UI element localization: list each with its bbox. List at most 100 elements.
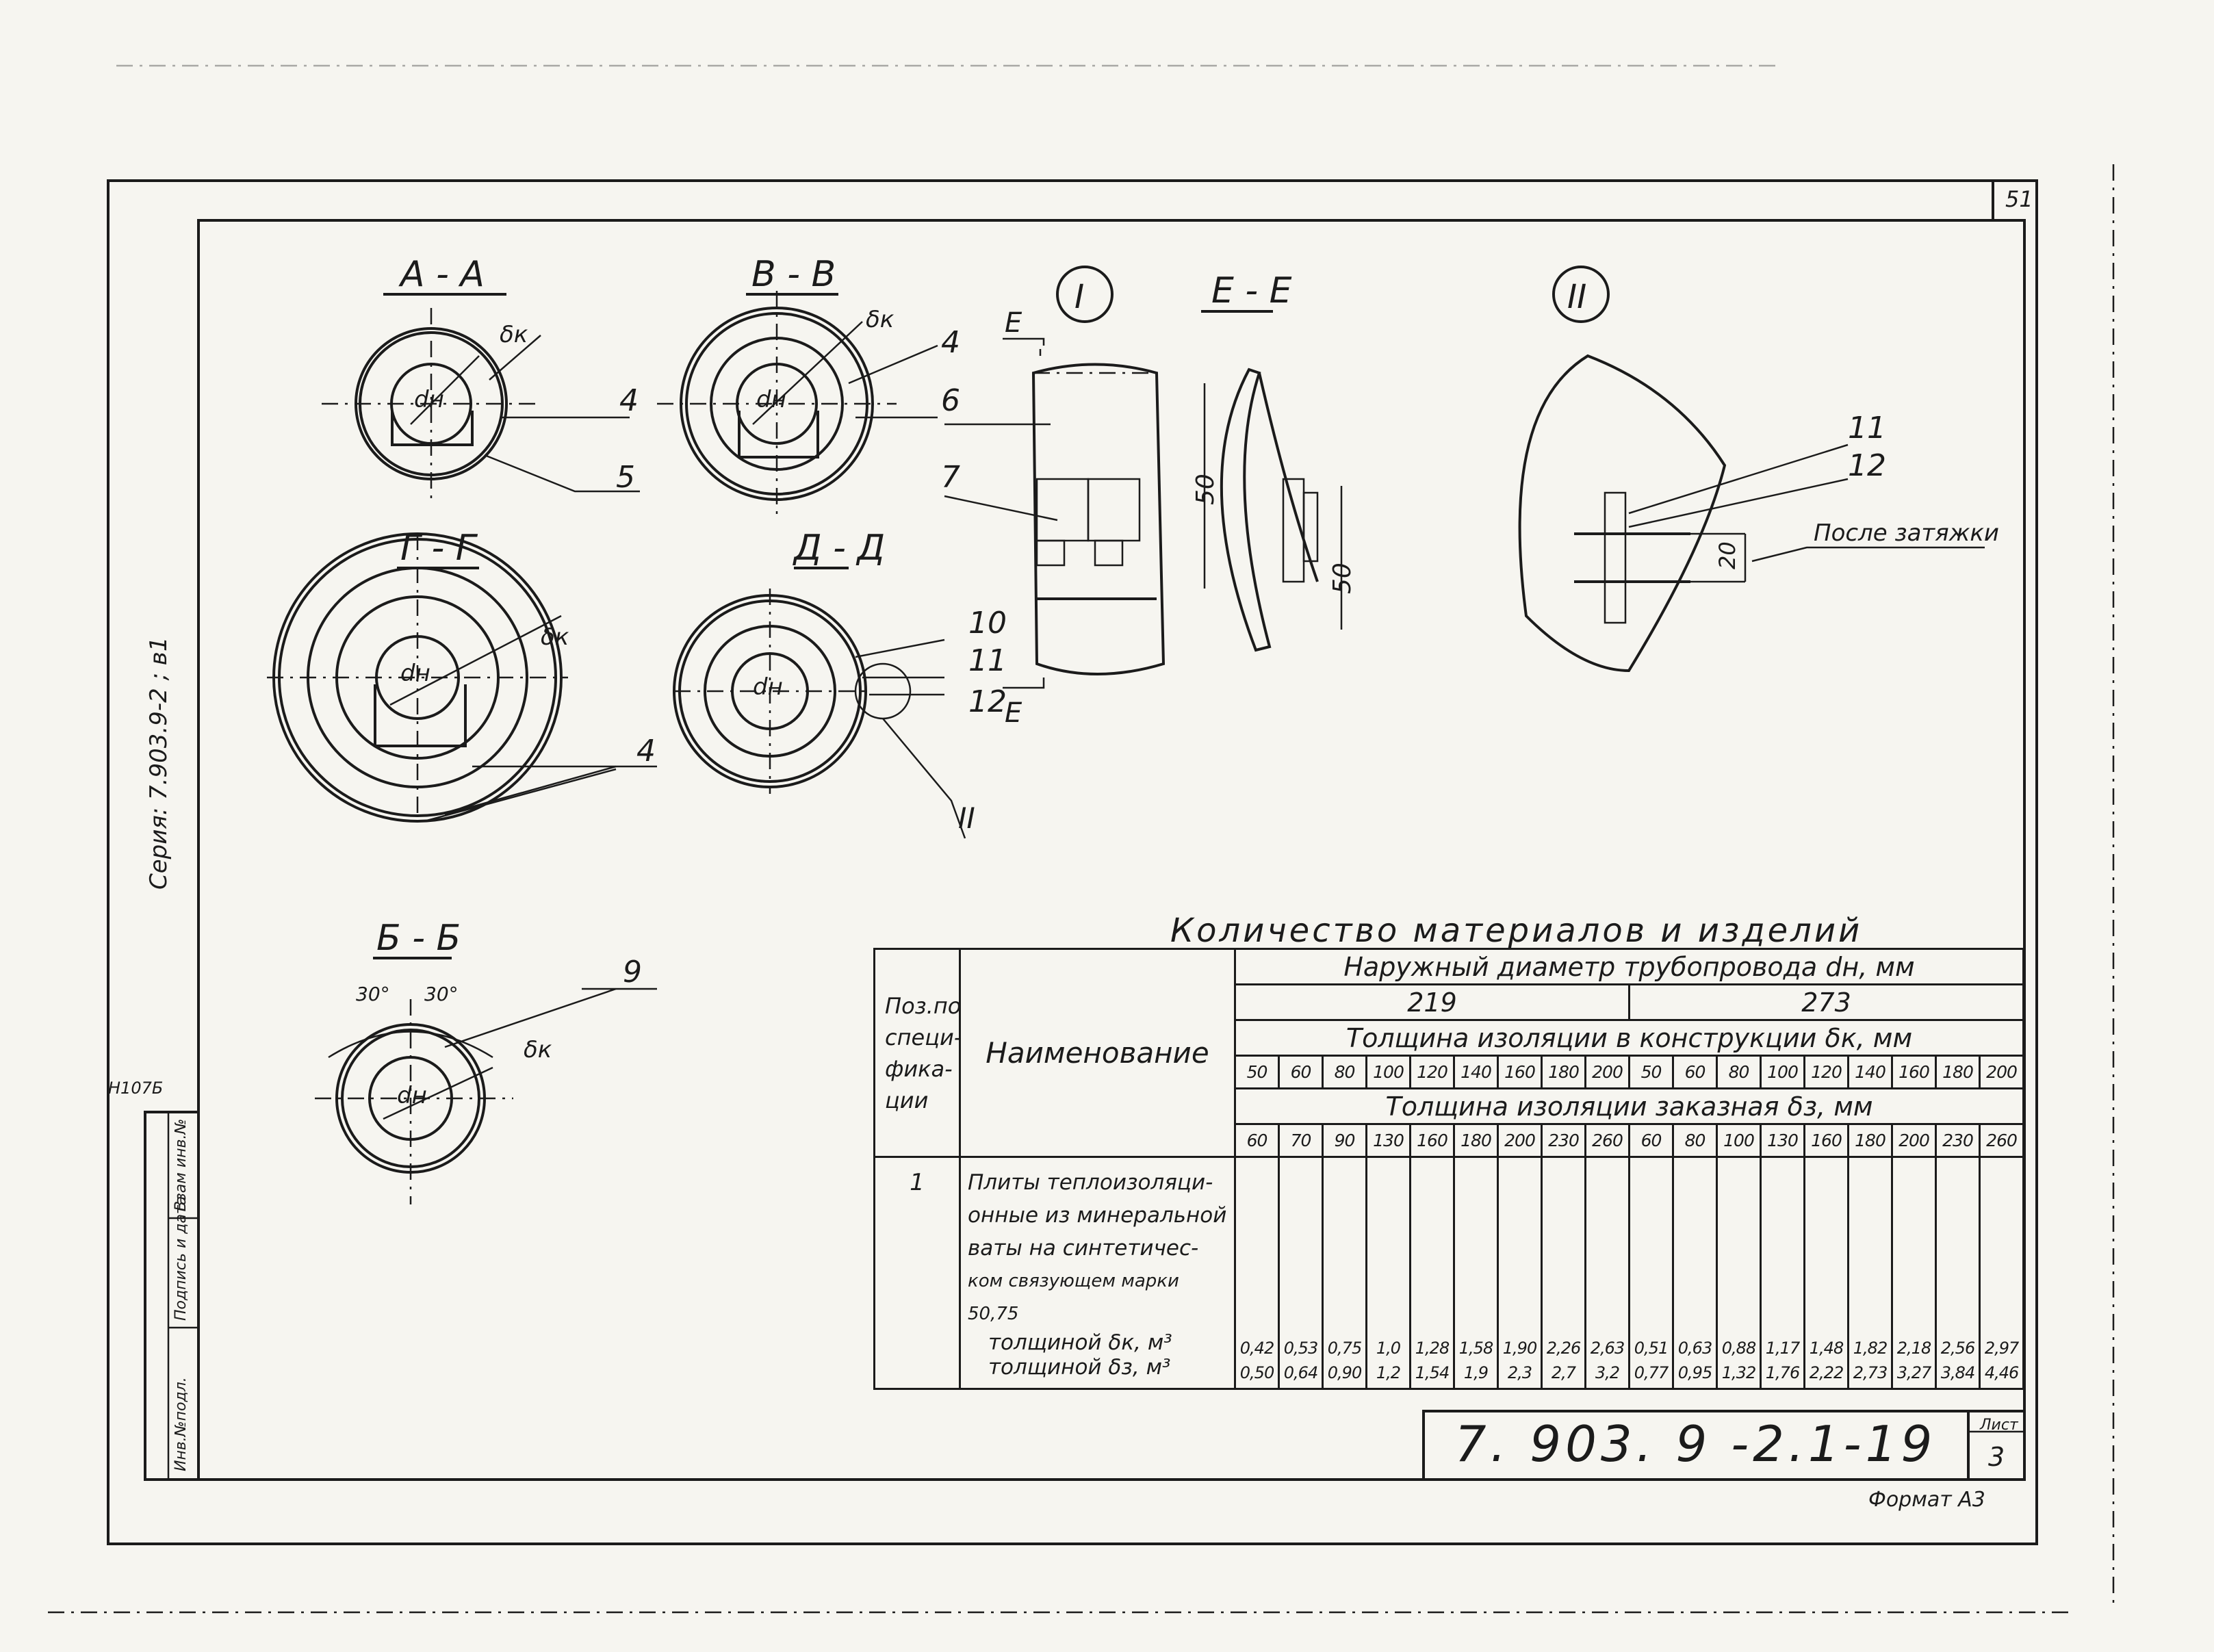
value-cell: 0,53 0,64 [1278,1156,1324,1390]
order-thickness-cell: 260 [1584,1123,1630,1158]
callout-5: 5 [616,460,635,495]
value-k: 1,82 [1853,1339,1888,1358]
callout-11: 11 [1848,411,1886,446]
label-after-tightening: После затяжки [1814,519,1999,547]
table-title: Количество материалов и изделий [1170,912,1863,950]
section-e-e [1201,310,1343,652]
value-z: 2,22 [1809,1363,1844,1382]
value-z: 3,84 [1940,1363,1975,1382]
order-thickness-cell: 70 [1278,1123,1324,1158]
order-thickness-cell: 180 [1847,1123,1893,1158]
value-k: 1,58 [1458,1339,1493,1358]
order-thickness-cell: 60 [1234,1123,1280,1158]
side-cell-inv: Инв.№подл. [172,1377,190,1471]
value-z: 1,76 [1765,1363,1800,1382]
value-z: 0,50 [1239,1363,1274,1382]
callout-9: 9 [623,955,642,990]
desc-line: онные из минеральной [968,1203,1227,1228]
side-cell-replace: Взам инв.№ [172,1118,190,1211]
value-k: 0,53 [1283,1339,1318,1358]
design-thickness-cell: 60 [1672,1055,1718,1089]
label-section-v-v: В - В [751,254,836,295]
value-k: 1,48 [1809,1339,1844,1358]
row-description: Плиты теплоизоляци- онные из минеральной… [959,1156,1236,1390]
value-k: 0,88 [1721,1339,1756,1358]
value-z: 3,2 [1595,1363,1620,1382]
order-thickness-cell: 80 [1672,1123,1718,1158]
order-thickness-cell: 130 [1365,1123,1411,1158]
label-angle-left: 30° [356,983,390,1005]
value-z: 2,73 [1853,1363,1888,1382]
section-a-a [322,293,640,503]
callout-12-d: 12 [968,684,1007,719]
archive-number: Н107Б [108,1079,164,1098]
diameter-273: 273 [1627,983,2025,1021]
pos-header: Поз.по специ- фика- ции [873,948,961,1158]
label-cut-e-bottom: Е [1005,697,1022,729]
order-thickness-cell: 230 [1935,1123,1981,1158]
design-thickness-cell: 120 [1803,1055,1849,1089]
label-section-d-d: Д - Д [793,528,885,569]
design-thickness-cell: 80 [1322,1055,1367,1089]
document-code: 7. 903. 9 -2.1-19 [1454,1415,1937,1473]
desc-line: толщиной δк, м³ [988,1330,1172,1355]
label-dim-20: 20 [1714,541,1740,569]
label-node-ii-ref: II [958,801,975,835]
section-v-v [657,291,938,517]
desc-line: ком связующем марки 50,75 [968,1271,1179,1324]
label-angle-right: 30° [424,983,459,1005]
value-cell: 1,82 2,73 [1847,1156,1893,1390]
label-diameter-d: dн [753,673,783,701]
order-thickness-cell: 90 [1322,1123,1367,1158]
order-thickness-cell: 100 [1716,1123,1762,1158]
design-thickness-cell: 140 [1847,1055,1893,1089]
label-section-g-g: Г - Г [400,528,478,569]
order-thickness-cell: 200 [1891,1123,1937,1158]
order-thickness-cell: 160 [1409,1123,1455,1158]
label-cut-e-top: Е [1005,307,1022,339]
value-z: 1,32 [1721,1363,1756,1382]
callout-6: 6 [941,383,960,418]
sheet-number: 3 [1988,1442,2005,1472]
design-thickness-cell: 140 [1453,1055,1499,1089]
name-header: Наименование [959,948,1236,1158]
design-thickness-cell: 180 [1541,1055,1586,1089]
order-thickness-cell: 180 [1453,1123,1499,1158]
value-k: 1,28 [1415,1339,1450,1358]
label-thickness-v: δк [866,306,894,333]
design-thickness-header: Толщина изоляции в конструкции δк, мм [1233,1019,2025,1057]
design-thickness-cell: 80 [1716,1055,1762,1089]
order-thickness-cell: 200 [1497,1123,1543,1158]
design-thickness-cell: 50 [1234,1055,1280,1089]
section-g-g [267,532,657,823]
format-label: Формат А3 [1868,1488,1985,1512]
node-i-view [944,266,1166,689]
value-cell: 1,48 2,22 [1803,1156,1849,1390]
row-pos: 1 [873,1156,961,1390]
desc-line: ваты на синтетичес- [968,1236,1199,1261]
title-block-frame [1422,1410,2026,1481]
diameter-219: 219 [1234,983,1630,1021]
order-thickness-cell: 260 [1978,1123,2025,1158]
side-cell-sign: Подпись и дата [172,1196,190,1321]
design-thickness-cell: 160 [1891,1055,1937,1089]
value-k: 2,18 [1896,1339,1931,1358]
value-k: 0,63 [1677,1339,1712,1358]
value-k: 0,51 [1634,1339,1669,1358]
materials-table: Поз.по специ- фика- ции Наименование Нар… [873,948,2025,1390]
table-row: 1 Плиты теплоизоляци- онные из минеральн… [873,1156,2025,1390]
value-z: 0,64 [1283,1363,1318,1382]
callout-12: 12 [1848,448,1886,483]
callout-4-a: 4 [619,383,639,418]
